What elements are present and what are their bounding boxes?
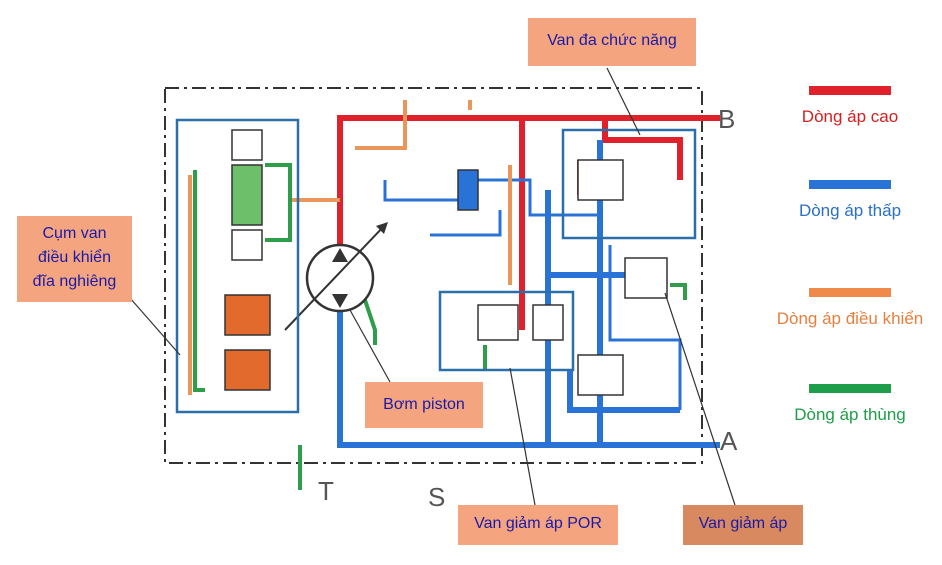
legend-swatch-low [809, 180, 891, 189]
pump-housing-outline [164, 87, 703, 464]
frame-control-valves [175, 118, 300, 414]
legend-tank-pressure: Dòng áp thùng [760, 384, 940, 425]
label-relief-valve: Van giảm áp [683, 505, 803, 545]
legend-swatch-tank [809, 384, 891, 393]
legend-label-low: Dòng áp thấp [798, 201, 902, 220]
legend-label-high: Dòng áp cao [801, 107, 899, 126]
legend-label-control: Dòng áp điều khiển [776, 309, 924, 328]
legend-high-pressure: Dòng áp cao [760, 86, 940, 127]
label-multi-function-valve: Van đa chức năng [528, 18, 696, 66]
highlight-frames [175, 118, 697, 414]
label-por-valve: Van giảm áp POR [458, 505, 618, 545]
legend-control-pressure: Dòng áp điều khiển [760, 288, 940, 329]
servo-cylinder [457, 169, 479, 211]
port-a-label: A [720, 426, 738, 456]
relief-valve-body [624, 257, 668, 299]
port-b-label: B [718, 104, 736, 134]
legend-swatch-control [809, 288, 891, 297]
port-t-label: T [318, 476, 334, 506]
frame-por-valve [438, 290, 575, 372]
low-pressure-thin-lines [383, 178, 682, 410]
swash-plate-control-valves [224, 129, 271, 391]
legend-low-pressure: Dòng áp thấp [760, 180, 940, 221]
port-s-label: S [428, 482, 446, 512]
piston-pump-symbol [284, 222, 388, 331]
frame-multi-function-valve [561, 128, 697, 240]
label-piston-pump: Bơm piston [365, 382, 483, 428]
multi-function-valve-a [577, 354, 624, 396]
legend-swatch-high [809, 86, 891, 95]
legend-label-tank: Dòng áp thùng [794, 405, 906, 424]
tank-lines [193, 163, 687, 490]
leader-lines [129, 67, 736, 506]
label-swash-plate-control: Cụm van điều khiển đĩa nghiêng [17, 216, 132, 302]
multi-function-valve-b [577, 159, 624, 201]
por-check-valve [532, 304, 564, 341]
por-valve-body [477, 304, 519, 341]
